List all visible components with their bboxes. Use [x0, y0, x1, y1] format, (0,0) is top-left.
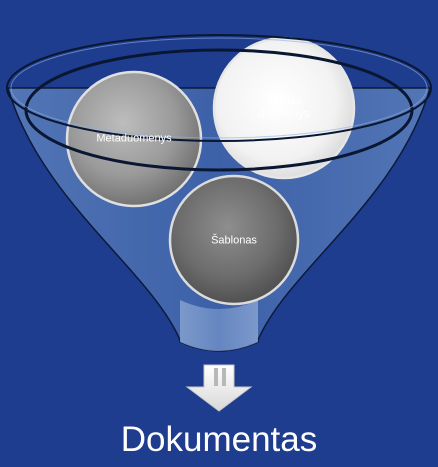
sphere-metaduomenys — [65, 70, 203, 208]
down-arrow-icon — [185, 364, 253, 412]
label-veiklos-duomenys: Veiklos duomenys — [258, 95, 310, 120]
label-metaduomenys: Metaduomenys — [96, 132, 172, 145]
funnel-spout — [180, 300, 258, 351]
down-arrow-stripe-2 — [222, 368, 226, 386]
funnel-rim-highlight — [10, 37, 428, 139]
funnel-rim-outer — [6, 34, 432, 142]
label-sablonas: Šablonas — [211, 234, 257, 247]
sphere-sablonas — [168, 174, 300, 306]
down-arrow-stripe — [214, 368, 218, 386]
output-label: Dokumentas — [120, 420, 318, 459]
funnel-rim-inner — [24, 48, 414, 172]
